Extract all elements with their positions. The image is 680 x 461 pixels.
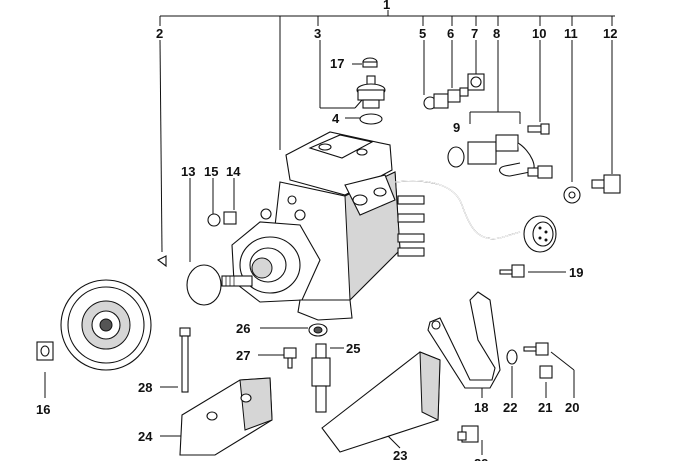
part-23-support xyxy=(321,351,441,453)
callout-2: 2 xyxy=(156,26,163,41)
callout-10: 10 xyxy=(532,26,546,41)
callout-18: 18 xyxy=(474,400,488,415)
part-13-o-ring xyxy=(186,264,222,306)
callout-27: 27 xyxy=(236,348,250,363)
part-11-washer xyxy=(563,186,581,204)
callout-12: 12 xyxy=(603,26,617,41)
sensor-cable xyxy=(394,180,557,253)
callout-24: 24 xyxy=(138,429,153,444)
part-8-solenoid xyxy=(447,134,553,179)
callout-15: 15 xyxy=(204,164,218,179)
part-26-nut xyxy=(308,323,328,337)
part-16-nut xyxy=(36,341,54,361)
part-24-bracket xyxy=(179,377,273,456)
callout-28: 28 xyxy=(138,380,152,395)
drive-gear xyxy=(60,279,152,371)
callout-29: 29 xyxy=(474,456,488,461)
callout-4: 4 xyxy=(332,111,340,126)
part-29-clip xyxy=(457,425,479,443)
part-4-o-ring xyxy=(359,113,383,125)
callout-21: 21 xyxy=(538,400,552,415)
leader-lines xyxy=(44,10,615,455)
callout-6: 6 xyxy=(447,26,454,41)
part-21-nut xyxy=(539,365,553,379)
callout-25: 25 xyxy=(346,341,360,356)
pump-body xyxy=(221,131,425,321)
callout-13: 13 xyxy=(181,164,195,179)
part-15-washer xyxy=(207,213,221,227)
parts-5-6-7-fittings xyxy=(423,73,485,110)
callout-3: 3 xyxy=(314,26,321,41)
callout-23: 23 xyxy=(393,448,407,461)
callout-16: 16 xyxy=(36,402,50,417)
callout-22: 22 xyxy=(503,400,517,415)
part-20-bolt xyxy=(523,342,549,356)
callout-5: 5 xyxy=(419,26,426,41)
callout-11: 11 xyxy=(564,26,578,41)
part-22-washer xyxy=(506,349,518,365)
part-14-nut xyxy=(223,211,237,225)
callout-7: 7 xyxy=(471,26,478,41)
part-3-valve xyxy=(356,75,386,109)
part-12-bolt xyxy=(591,174,621,194)
part-18-bracket-arm xyxy=(427,291,501,389)
part-10-bolt xyxy=(527,123,550,135)
callout-1: 1 xyxy=(383,0,390,12)
part-27-bolt xyxy=(283,347,297,369)
part-25-stud xyxy=(311,343,331,413)
callout-26: 26 xyxy=(236,321,250,336)
part-19-bolt xyxy=(499,264,525,278)
callout-20: 20 xyxy=(565,400,579,415)
callout-9: 9 xyxy=(453,120,460,135)
part-17-nut xyxy=(362,57,378,68)
callout-8: 8 xyxy=(493,26,500,41)
callout-19: 19 xyxy=(569,265,583,280)
part-2-key xyxy=(156,255,167,268)
callout-labels: 1 2 3 4 5 6 7 8 9 10 11 12 13 14 15 16 1… xyxy=(36,0,617,461)
part-28-long-bolt xyxy=(179,327,191,393)
callout-14: 14 xyxy=(226,164,241,179)
callout-17: 17 xyxy=(330,56,344,71)
